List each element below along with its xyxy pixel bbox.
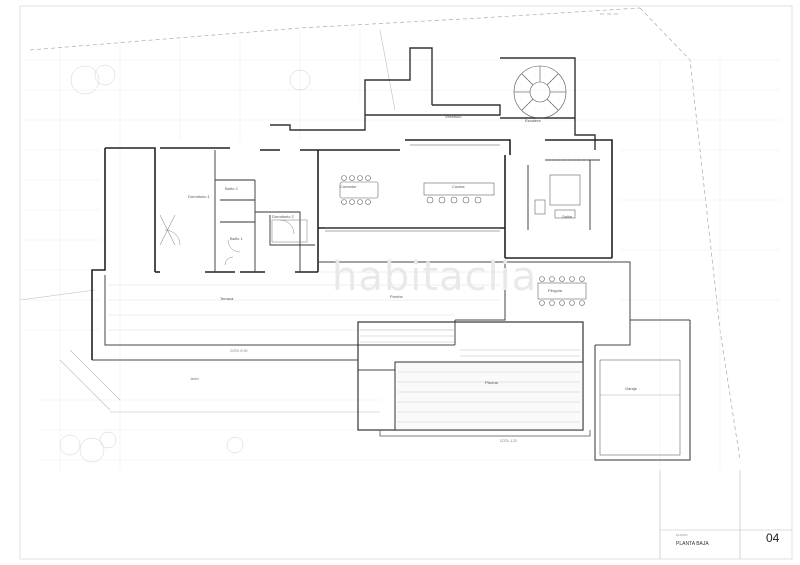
door-swings: [164, 219, 295, 266]
label-bano2: Baño 2: [225, 186, 238, 191]
spiral-staircase: [513, 65, 567, 119]
label-comedor: Comedor: [340, 184, 357, 189]
site-boundary: [29, 7, 741, 461]
label-piscina: Piscina: [485, 380, 499, 385]
kitchen-island: [423, 182, 495, 204]
swimming-pool: [357, 321, 591, 437]
label-pergola: Pérgola: [548, 288, 563, 293]
label-porche: Porche: [390, 294, 403, 299]
label-vestibulo: Vestíbulo: [445, 114, 462, 119]
label-cota-b: COTA -1.20: [500, 439, 517, 443]
windows: [325, 144, 500, 232]
upper-access-block: [270, 47, 596, 150]
watermark: habitaclia: [332, 254, 537, 300]
sheet-number: 04: [766, 531, 780, 545]
sheet-border: [19, 5, 793, 560]
site-grid: [25, 30, 780, 470]
label-dormitorio2: Dormitorio 2: [272, 214, 295, 219]
label-salon: Salón: [562, 214, 572, 219]
label-terraza: Terraza: [220, 296, 234, 301]
title-block-title: PLANTA BAJA: [676, 541, 709, 547]
title-block-label: PLANTA: [676, 533, 687, 537]
label-escalera: Escalera: [525, 118, 541, 123]
vegetation: [59, 64, 311, 463]
terrace-paving: [108, 271, 505, 331]
interior-partitions: [214, 150, 600, 272]
label-garaje: Garaje: [625, 386, 638, 391]
outdoor-table: [537, 276, 587, 306]
label-cota-a: COTA +0.00: [230, 349, 248, 353]
label-jardin: Jardín: [190, 377, 199, 381]
terrain-lines: [19, 29, 396, 413]
dining-table: [339, 175, 379, 205]
main-house-walls: [91, 139, 613, 360]
bedroom-beds: [159, 214, 308, 246]
garage-block: [594, 320, 691, 461]
label-bano1: Baño 1: [230, 236, 243, 241]
living-furniture: [534, 159, 600, 219]
label-dormitorio1: Dormitorio 1: [188, 194, 211, 199]
title-block: [659, 470, 792, 559]
label-cocina: Cocina: [452, 184, 465, 189]
